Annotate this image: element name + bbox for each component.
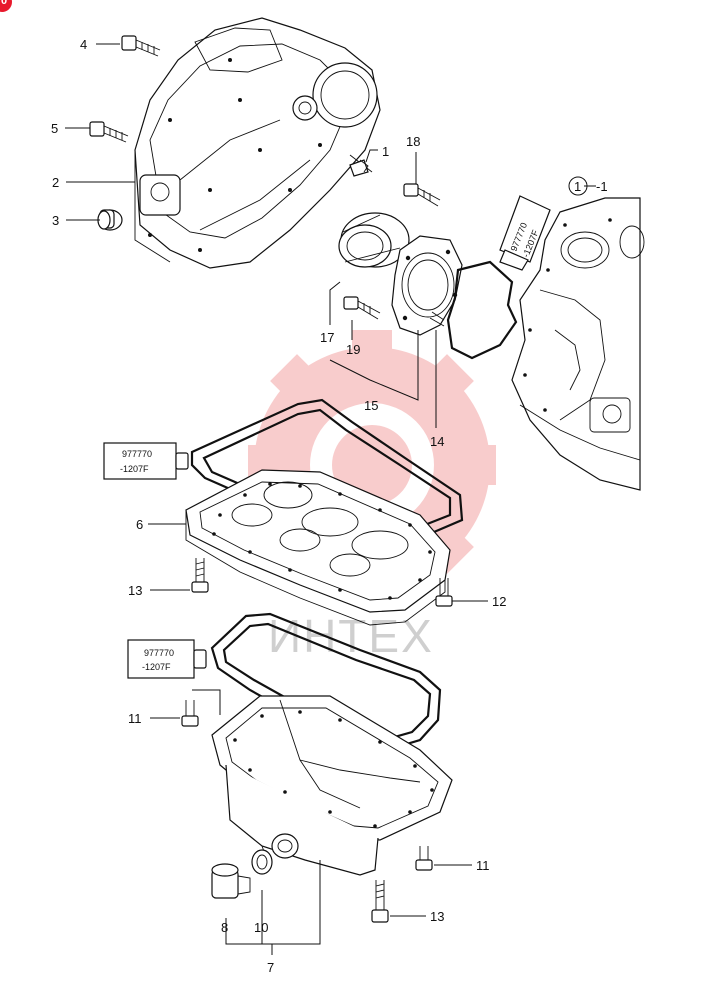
callout-19: 19 bbox=[346, 342, 360, 357]
callout-4: 4 bbox=[80, 37, 87, 52]
lower-pan-gasket bbox=[210, 612, 442, 757]
svg-text:1: 1 bbox=[574, 179, 581, 194]
oil-pan-7 bbox=[211, 695, 453, 876]
callout-11-right: 11 bbox=[476, 858, 490, 873]
bolt-18 bbox=[403, 183, 441, 207]
callout-2: 2 bbox=[52, 175, 59, 190]
callout-1-1: 1 -1 bbox=[568, 176, 608, 196]
drain-plug-8 bbox=[211, 863, 251, 899]
oil-seal-17 bbox=[338, 212, 410, 268]
bolt-11-left bbox=[181, 700, 199, 727]
svg-text:977770: 977770 bbox=[144, 648, 174, 658]
svg-text:-1207F: -1207F bbox=[120, 464, 149, 474]
callout-5: 5 bbox=[51, 121, 58, 136]
leader-lines bbox=[65, 43, 596, 955]
plug-3 bbox=[97, 209, 123, 231]
callout-15: 15 bbox=[364, 398, 378, 413]
callout-12: 12 bbox=[492, 594, 506, 609]
callout-8: 8 bbox=[221, 920, 228, 935]
washer-10 bbox=[251, 849, 273, 875]
bolt-12 bbox=[435, 578, 453, 607]
callout-17: 17 bbox=[320, 330, 334, 345]
cylinder-block bbox=[511, 197, 645, 491]
sealant-tube-top: 977770 -1207F bbox=[499, 195, 551, 271]
pin-1 bbox=[359, 159, 369, 173]
callout-6: 6 bbox=[136, 517, 143, 532]
callout-13-upper: 13 bbox=[128, 583, 142, 598]
retainer-gasket bbox=[446, 260, 518, 360]
bolt-13-lower bbox=[371, 880, 389, 923]
flywheel-housing bbox=[134, 17, 381, 269]
bolt-19 bbox=[343, 296, 381, 320]
seal-retainer-14 bbox=[391, 235, 463, 336]
bolt-13-upper bbox=[191, 558, 209, 593]
bolt-11-right bbox=[415, 846, 433, 871]
callout-13-lower: 13 bbox=[430, 909, 444, 924]
sealant-tube-low: 977770 -1207F bbox=[127, 639, 207, 679]
svg-text:977770: 977770 bbox=[122, 449, 152, 459]
bolt-4 bbox=[121, 35, 161, 57]
callout-7: 7 bbox=[267, 960, 274, 975]
callout-18: 18 bbox=[406, 134, 420, 149]
bolt-5 bbox=[89, 121, 129, 143]
callout-14: 14 bbox=[430, 434, 444, 449]
sealant-tube-mid: 977770 -1207F bbox=[103, 442, 189, 480]
callout-3: 3 bbox=[52, 213, 59, 228]
svg-text:-1: -1 bbox=[596, 179, 608, 194]
callout-10: 10 bbox=[254, 920, 268, 935]
notification-badge: 0 bbox=[0, 0, 12, 12]
callout-11-left: 11 bbox=[128, 711, 142, 726]
callout-1: 1 bbox=[382, 144, 389, 159]
svg-text:-1207F: -1207F bbox=[142, 662, 171, 672]
